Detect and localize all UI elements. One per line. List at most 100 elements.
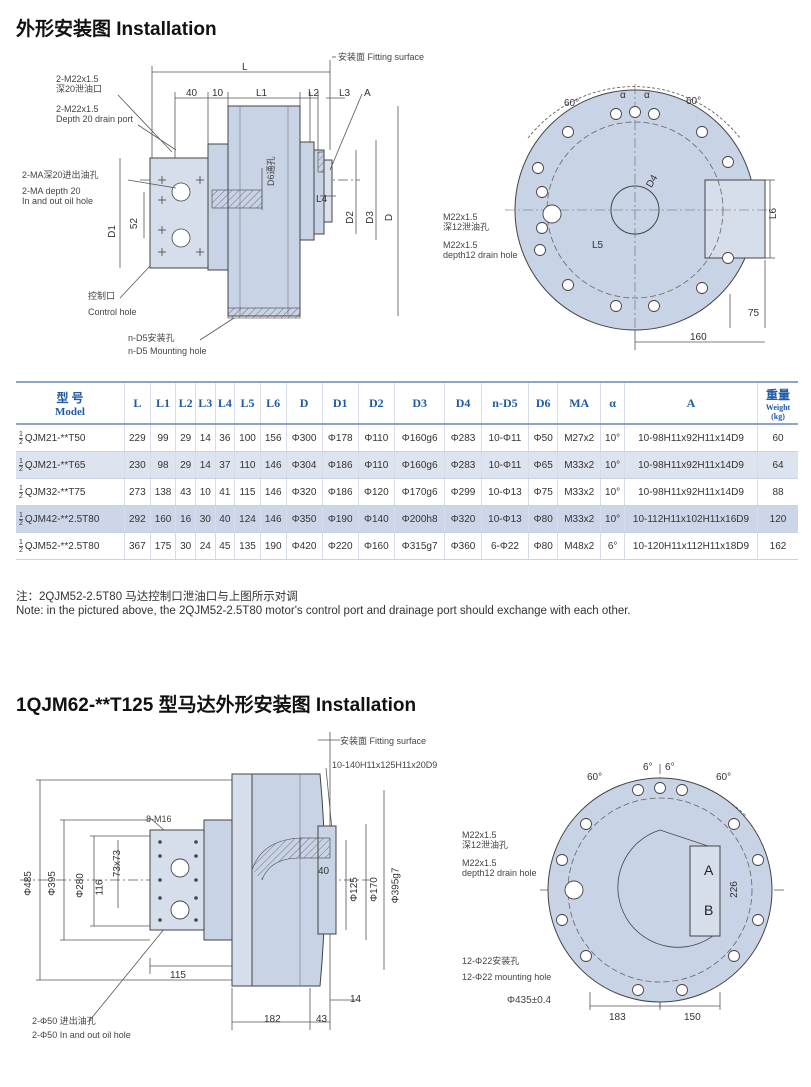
motor62-side-view-drawing (20, 732, 385, 1030)
table-cell: 41 (214, 478, 235, 506)
table-cell: 10-Φ11 (480, 451, 529, 479)
dim-D3: D3 (364, 211, 376, 224)
oil-hole-label-en: 2-MA depth 20 (22, 186, 81, 196)
front-drain-label-en: M22x1.5 (443, 240, 478, 250)
dim-D: D (384, 213, 396, 222)
motor-side-view-drawing (117, 56, 399, 341)
table-cell: Φ160 (357, 532, 395, 560)
table-cell: 14 (194, 451, 216, 479)
header-alpha: α (600, 381, 625, 425)
dim-280: Φ280 (74, 873, 86, 898)
table-cell: M48x2 (557, 532, 601, 560)
dim-front-alpha-2: α (644, 90, 650, 101)
header-L2: L2 (175, 381, 196, 425)
fitting-surface-label-2: 安装面 Fitting surface (340, 736, 427, 746)
table-cell: 138 (149, 478, 176, 506)
drain-port-label-cn: 2-M22x1.5 (56, 74, 99, 84)
table-cell: 36 (214, 424, 235, 452)
table-cell: 156 (259, 424, 287, 452)
table-cell: Φ110 (357, 424, 395, 452)
dim-L1: L1 (256, 88, 268, 99)
table-cell: 190 (259, 532, 287, 560)
dim-14: 14 (350, 994, 362, 1005)
table-cell: 64 (757, 451, 798, 479)
dim-10: 10 (212, 88, 224, 99)
pcd-label: Φ435±0.4 (507, 995, 552, 1006)
spline-label: 10-140H11x125H11x20D9 (332, 760, 438, 770)
table-cell: Φ360 (444, 532, 482, 560)
dim-L: L (242, 62, 248, 73)
table-cell: 88 (757, 478, 798, 506)
table-cell: 146 (259, 478, 287, 506)
dim-62-front-60-left: 60° (587, 772, 603, 783)
table-cell: Φ300 (285, 424, 323, 452)
dim-40: 40 (186, 88, 198, 99)
control-hole-label-en: Control hole (88, 307, 137, 317)
header-L: L (124, 381, 151, 425)
dim-D2: D2 (344, 211, 356, 224)
dim-150: 150 (684, 1012, 701, 1023)
table-cell: 273 (124, 478, 151, 506)
table-cell: 37 (214, 451, 235, 479)
table-cell: Φ140 (357, 505, 395, 533)
table-cell: Φ160g6 (393, 424, 445, 452)
table-cell: 10 (194, 478, 216, 506)
model-name: QJM52-**2.5T80 (24, 540, 100, 552)
header-D: D (285, 381, 323, 425)
dim-183: 183 (609, 1012, 626, 1023)
header-L6: L6 (259, 381, 287, 425)
front62-mount-label-en: 12-Φ22 mounting hole (462, 972, 552, 982)
dim-62-front-6-right: 6° (665, 762, 675, 773)
table-cell: Φ315g7 (393, 532, 445, 560)
table-cell: Φ80 (528, 532, 558, 560)
control-hole-label-cn: 控制口 (88, 291, 116, 301)
table-cell: 175 (149, 532, 176, 560)
front62-mount-label-cn: 12-Φ22安装孔 (462, 956, 520, 966)
table-cell: Φ50 (528, 424, 558, 452)
table-cell: M33x2 (557, 451, 601, 479)
table-cell: 43 (175, 478, 196, 506)
dim-226: 226 (728, 881, 740, 898)
header-D2: D2 (357, 381, 395, 425)
table-cell: 10° (600, 505, 625, 533)
table-cell: 115 (234, 478, 261, 506)
dim-L6: L6 (768, 207, 780, 220)
dim-485: Φ485 (22, 871, 34, 896)
table-cell: Φ120 (357, 478, 395, 506)
model-name: QJM21-**T65 (24, 459, 86, 471)
table-cell: 120 (757, 505, 798, 533)
dim-75: 75 (748, 308, 760, 319)
dim-L5: L5 (592, 240, 604, 251)
table-cell: 16 (175, 505, 196, 533)
table-cell: 98 (149, 451, 176, 479)
table-cell: 60 (757, 424, 798, 452)
header-L1: L1 (149, 381, 176, 425)
front-drain-label-en2: depth12 drain hole (443, 250, 518, 260)
dim-395: Φ395 (46, 871, 58, 896)
table-cell: 10-112H11x102H11x16D9 (624, 505, 758, 533)
front62-drain-label-en2: depth12 drain hole (462, 868, 537, 878)
front62-drain-label-en: M22x1.5 (462, 858, 497, 868)
dim-182: 182 (264, 1014, 281, 1025)
table-cell: 10° (600, 478, 625, 506)
table-cell: 14 (194, 424, 216, 452)
d6-through-hole-label: D6通孔 (266, 156, 276, 186)
table-cell: Φ190 (321, 505, 359, 533)
front-drain-label-cn2: 深12泄油孔 (443, 222, 490, 232)
dim-395g7: Φ395g7 (390, 867, 402, 904)
dim-52: 52 (129, 217, 141, 230)
table-cell: 162 (757, 532, 798, 560)
table-cell: Φ299 (444, 478, 482, 506)
dim-170: Φ170 (368, 877, 380, 902)
dim-front-60-left: 60° (564, 98, 580, 109)
oil-hole-label-cn: 2-MA深20进出油孔 (22, 170, 99, 180)
motor62-front-view-drawing (540, 764, 785, 1010)
header-D4: D4 (444, 381, 482, 425)
dim-62-front-6-left: 6° (643, 762, 653, 773)
